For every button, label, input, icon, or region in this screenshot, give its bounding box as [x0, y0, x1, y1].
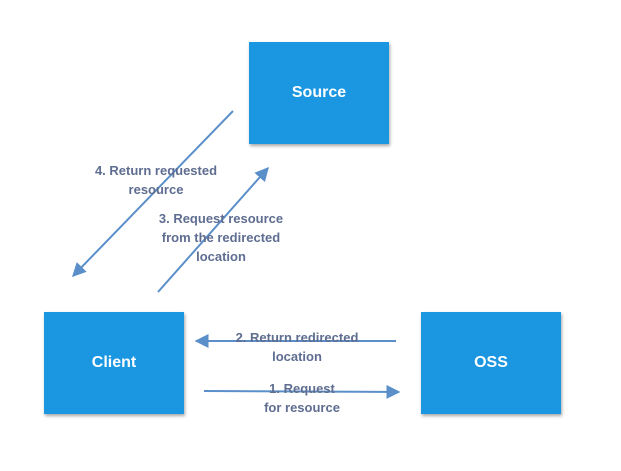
arrow-source-to-client — [72, 110, 234, 278]
edge-label-return-requested-resource: 4. Return requested resource — [94, 163, 218, 197]
oss-node: OSS — [421, 312, 561, 414]
edge-label-request-for-resource: 1. Request for resource — [264, 381, 340, 415]
oss-node-label: OSS — [474, 354, 508, 371]
client-node: Client — [44, 312, 184, 414]
source-node: Source — [249, 42, 389, 144]
arrow-client-to-source — [157, 166, 269, 293]
source-node-label: Source — [291, 84, 347, 101]
edge-label-request-from-redirected-location: 3. Request resource from the redirected … — [158, 211, 284, 264]
arrow-client-to-oss — [203, 384, 401, 399]
edge-label-return-redirected-location: 2. Return redirected location — [235, 330, 359, 364]
client-node-label: Client — [91, 354, 137, 371]
